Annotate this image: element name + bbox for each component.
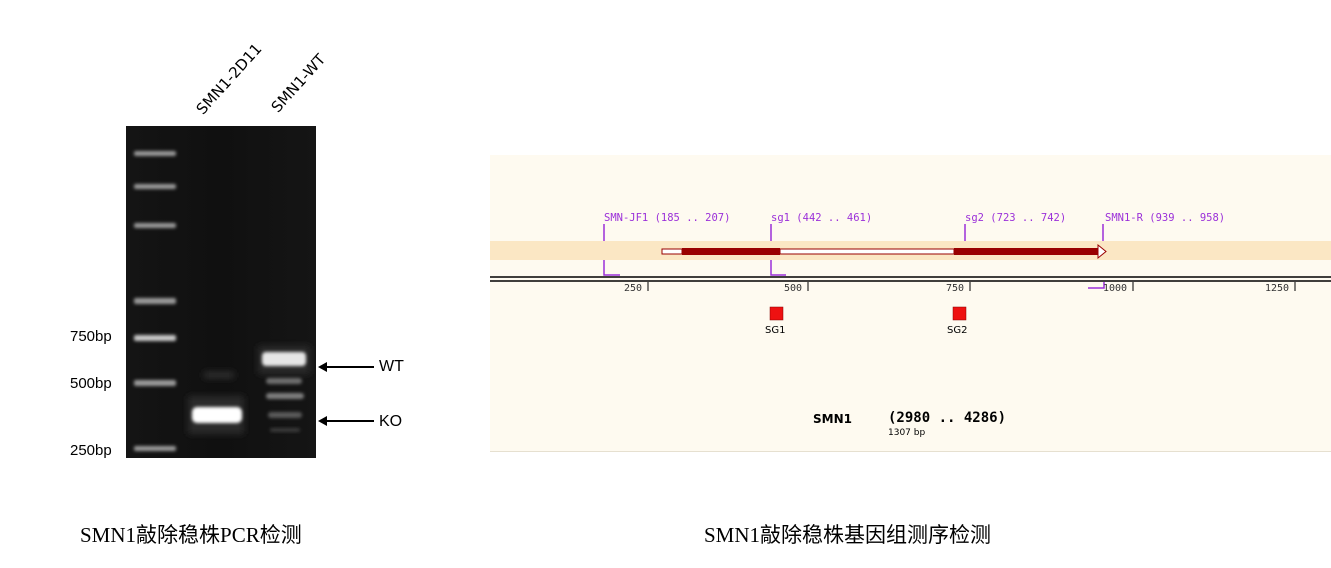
ko-arrow-head xyxy=(318,416,327,426)
primer-range-jf1: (185 .. 207) xyxy=(654,212,731,224)
primer-label-smn1r: SMN1-R (939 .. 958) xyxy=(1105,212,1225,224)
primer-range-sg2: (723 .. 742) xyxy=(990,212,1067,224)
gel-caption: SMN1敲除稳株PCR检测 xyxy=(80,523,302,547)
gene-range: (2980 .. 4286) xyxy=(888,410,1007,426)
feature-segment-1 xyxy=(682,248,780,255)
gel-image xyxy=(126,126,316,458)
wt-arrow-head xyxy=(318,362,327,372)
feature-arrow-head xyxy=(1097,243,1107,260)
wt-arrow-label: WT xyxy=(379,358,404,375)
lane-label-wt: SMN1-WT xyxy=(267,50,330,117)
map-caption: SMN1敲除稳株基因组测序检测 xyxy=(704,523,992,547)
sg2-marker xyxy=(952,306,967,321)
sg1-label: SG1 xyxy=(765,325,786,336)
primer-foot-smn1r xyxy=(1088,282,1105,289)
primer-label-sg2: sg2 (723 .. 742) xyxy=(965,212,1066,224)
primer-name-sg2: sg2 xyxy=(965,212,984,224)
primer-name-smn1r: SMN1-R xyxy=(1105,212,1143,224)
tick-label-1000: 1000 xyxy=(1103,283,1128,294)
feature-segment-2 xyxy=(954,248,1098,255)
primer-name-jf1: SMN-JF1 xyxy=(604,212,649,224)
gene-name: SMN1 xyxy=(813,412,852,426)
gene-length: 1307 bp xyxy=(888,428,926,438)
primer-name-sg1: sg1 xyxy=(771,212,790,224)
size-marker-250: 250bp xyxy=(70,442,112,459)
tick-label-250: 250 xyxy=(624,283,643,294)
ko-arrow-label: KO xyxy=(379,413,403,430)
gel-arrows xyxy=(318,362,374,426)
primer-foot-jf1 xyxy=(603,260,620,276)
primer-label-sg1: sg1 (442 .. 461) xyxy=(771,212,872,224)
primer-label-jf1: SMN-JF1 (185 .. 207) xyxy=(604,212,730,224)
tick-label-1250: 1250 xyxy=(1265,283,1290,294)
size-marker-500: 500bp xyxy=(70,375,112,392)
sg2-label: SG2 xyxy=(947,325,968,336)
size-marker-750: 750bp xyxy=(70,328,112,345)
map-graphics xyxy=(490,224,1331,321)
primer-range-sg1: (442 .. 461) xyxy=(796,212,873,224)
map-canvas xyxy=(490,155,1331,452)
tick-label-750: 750 xyxy=(946,283,965,294)
feature-left-open xyxy=(661,248,683,255)
primer-range-smn1r: (939 .. 958) xyxy=(1149,212,1226,224)
sg1-marker xyxy=(769,306,784,321)
primer-foot-sg1 xyxy=(770,260,786,276)
lane-label-2d11: SMN1-2D11 xyxy=(192,39,266,118)
tick-label-500: 500 xyxy=(784,283,803,294)
feature-deleted-region xyxy=(779,248,955,255)
